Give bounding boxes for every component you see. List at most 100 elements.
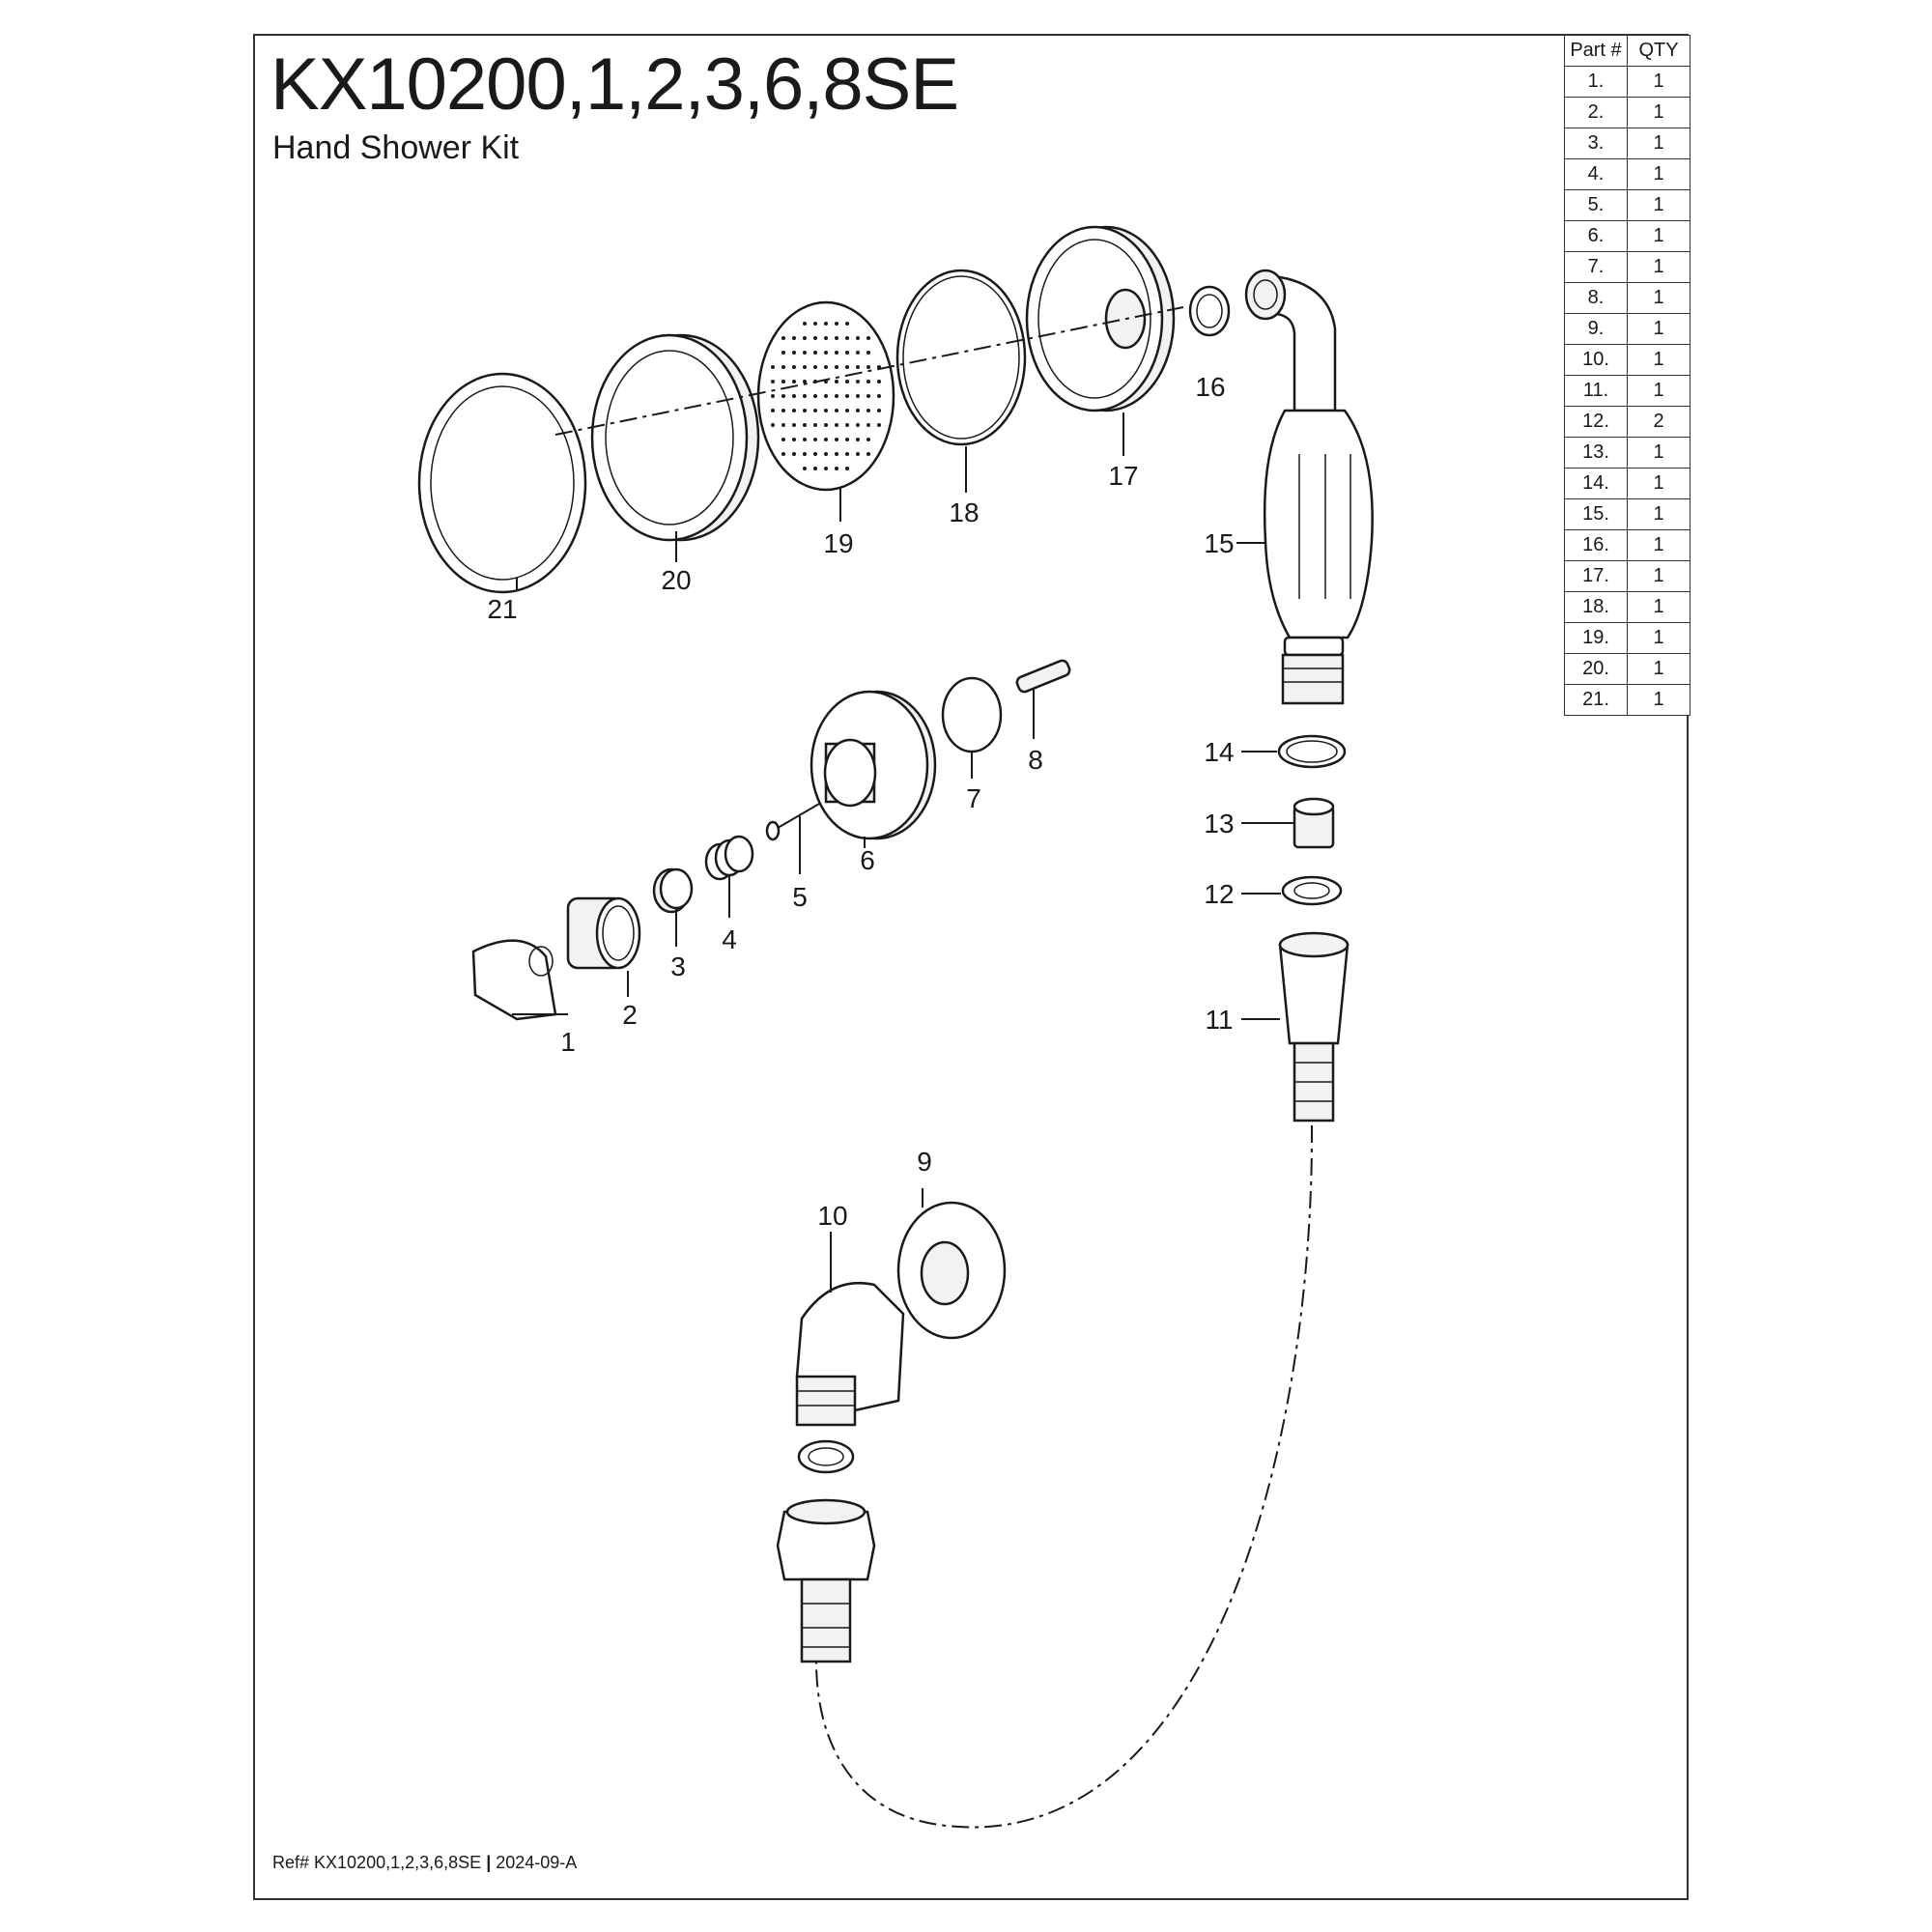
drawing-sheet-border bbox=[253, 34, 1689, 1900]
quantity-cell: 2 bbox=[1627, 406, 1690, 438]
part-number-cell: 11. bbox=[1564, 375, 1628, 407]
spray-hole bbox=[781, 380, 785, 384]
part-3-cap bbox=[652, 867, 694, 914]
spray-hole bbox=[792, 336, 796, 340]
leader-lines bbox=[512, 412, 1294, 1293]
spray-hole bbox=[771, 380, 775, 384]
quantity-cell: 1 bbox=[1627, 498, 1690, 530]
quantity-cell: 1 bbox=[1627, 560, 1690, 592]
quantity-cell: 1 bbox=[1627, 344, 1690, 376]
callout-8: 8 bbox=[1028, 745, 1043, 775]
spray-hole bbox=[792, 365, 796, 369]
spray-hole bbox=[781, 452, 785, 456]
spray-hole bbox=[845, 380, 849, 384]
callout-13: 13 bbox=[1204, 809, 1234, 838]
spray-hole bbox=[845, 394, 849, 398]
part-11-hose-connector bbox=[1278, 931, 1350, 1122]
spray-hole bbox=[781, 438, 785, 441]
spray-hole bbox=[813, 322, 817, 326]
quantity-cell: 1 bbox=[1627, 437, 1690, 469]
reference-number: Ref# KX10200,1,2,3,6,8SE bbox=[272, 1853, 482, 1872]
spray-hole bbox=[856, 380, 860, 384]
callout-11: 11 bbox=[1205, 1005, 1233, 1035]
part-4-spring bbox=[704, 835, 754, 881]
spray-hole bbox=[867, 394, 870, 398]
table-row: 16.1 bbox=[1564, 529, 1690, 561]
table-row: 6.1 bbox=[1564, 220, 1690, 252]
spray-hole bbox=[803, 467, 807, 470]
spray-hole bbox=[867, 409, 870, 412]
spray-hole bbox=[845, 336, 849, 340]
spray-hole bbox=[813, 467, 817, 470]
callout-14: 14 bbox=[1204, 737, 1234, 767]
part-10-supply-elbow bbox=[776, 1281, 905, 1663]
spray-hole bbox=[835, 409, 838, 412]
spray-hole bbox=[867, 438, 870, 441]
table-row: 19.1 bbox=[1564, 622, 1690, 654]
spray-hole bbox=[867, 380, 870, 384]
revision-code: 2024-09-A bbox=[496, 1853, 578, 1872]
table-row: 18.1 bbox=[1564, 591, 1690, 623]
part-21-ring bbox=[417, 372, 587, 594]
drawing-title: KX10200,1,2,3,6,8SE bbox=[270, 43, 959, 126]
table-row: 15.1 bbox=[1564, 498, 1690, 530]
spray-hole bbox=[824, 409, 828, 412]
part-number-cell: 5. bbox=[1564, 189, 1628, 221]
footer-separator: | bbox=[486, 1853, 492, 1872]
spray-hole bbox=[781, 365, 785, 369]
spray-holes bbox=[771, 322, 881, 470]
callout-10: 10 bbox=[817, 1201, 847, 1231]
quantity-cell: 1 bbox=[1627, 653, 1690, 685]
spray-hole bbox=[813, 351, 817, 355]
callout-21: 21 bbox=[487, 594, 517, 624]
quantity-cell: 1 bbox=[1627, 66, 1690, 98]
spray-hole bbox=[824, 322, 828, 326]
spray-hole bbox=[856, 438, 860, 441]
callout-18: 18 bbox=[949, 497, 979, 527]
assembly-axis-line bbox=[554, 306, 1184, 436]
part-number-cell: 3. bbox=[1564, 128, 1628, 159]
quantity-cell: 1 bbox=[1627, 375, 1690, 407]
spray-hole bbox=[845, 423, 849, 427]
spray-hole bbox=[813, 438, 817, 441]
table-row: 17.1 bbox=[1564, 560, 1690, 592]
spray-hole bbox=[867, 365, 870, 369]
spray-hole bbox=[803, 365, 807, 369]
spray-hole bbox=[813, 394, 817, 398]
spray-hole bbox=[856, 423, 860, 427]
spray-hole bbox=[835, 452, 838, 456]
spray-hole bbox=[835, 380, 838, 384]
table-row: 21.1 bbox=[1564, 684, 1690, 716]
spray-hole bbox=[845, 452, 849, 456]
spray-hole bbox=[824, 467, 828, 470]
quantity-cell: 1 bbox=[1627, 282, 1690, 314]
spray-hole bbox=[845, 409, 849, 412]
callout-20: 20 bbox=[661, 565, 691, 595]
spray-hole bbox=[813, 452, 817, 456]
quantity-cell: 1 bbox=[1627, 468, 1690, 499]
spray-hole bbox=[835, 467, 838, 470]
spray-hole bbox=[771, 423, 775, 427]
part-17-shower-head-body bbox=[1025, 225, 1176, 412]
spray-hole bbox=[867, 351, 870, 355]
spray-hole bbox=[835, 336, 838, 340]
quantity-cell: 1 bbox=[1627, 220, 1690, 252]
part-16-washer bbox=[1188, 285, 1231, 337]
part-20-face-ring bbox=[590, 333, 760, 542]
spray-hole bbox=[792, 409, 796, 412]
callout-2: 2 bbox=[622, 1000, 638, 1030]
callout-7: 7 bbox=[966, 783, 981, 813]
spray-hole bbox=[792, 438, 796, 441]
callout-19: 19 bbox=[823, 528, 853, 558]
spray-hole bbox=[856, 452, 860, 456]
spray-hole bbox=[867, 452, 870, 456]
quantity-cell: 1 bbox=[1627, 591, 1690, 623]
spray-hole bbox=[803, 452, 807, 456]
spray-hole bbox=[813, 365, 817, 369]
spray-hole bbox=[781, 336, 785, 340]
callout-16: 16 bbox=[1195, 372, 1225, 402]
part-14-washer bbox=[1277, 734, 1347, 769]
spray-hole bbox=[803, 394, 807, 398]
